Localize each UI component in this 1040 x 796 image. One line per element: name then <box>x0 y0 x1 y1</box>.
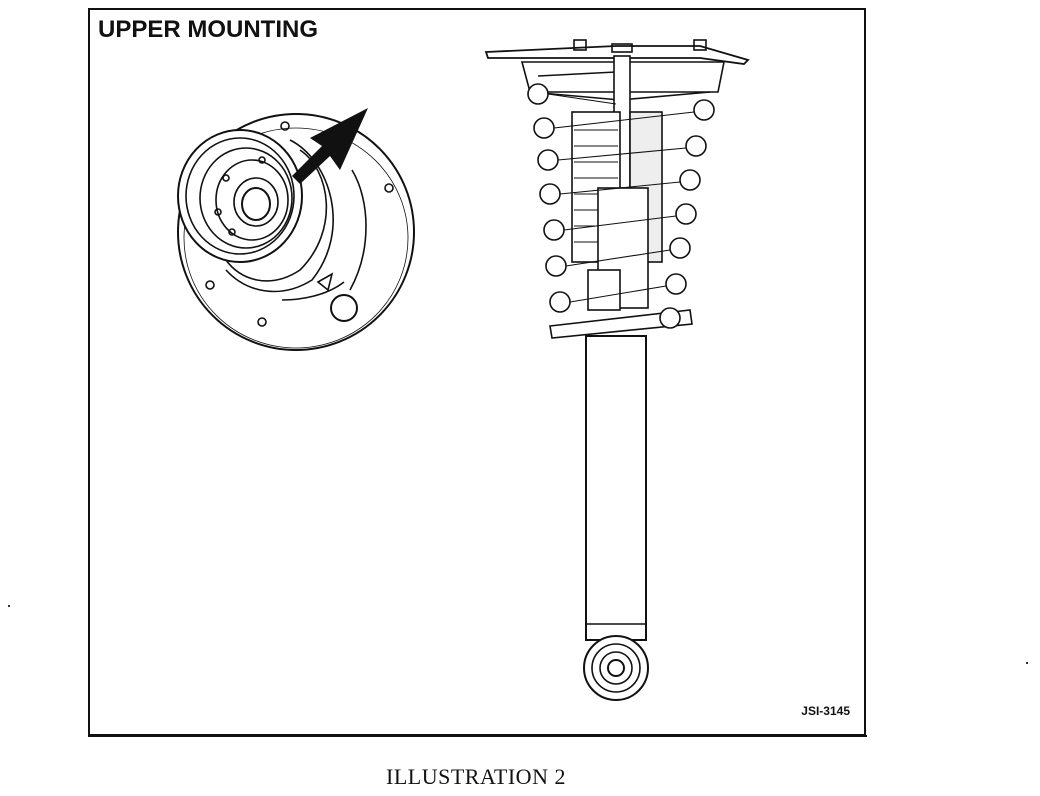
figure-heading: UPPER MOUNTING <box>98 16 319 43</box>
figure-code: JSI-3145 <box>801 704 850 718</box>
scan-speck <box>8 605 10 607</box>
figure-frame: UPPER MOUNTING JSI-3145 <box>88 8 867 737</box>
scan-speck <box>1026 662 1028 664</box>
strut-drawing <box>484 39 750 701</box>
upper-mount-drawing <box>177 113 415 351</box>
pointer-arrow <box>292 108 368 184</box>
caption-text: ILLUSTRATION 2 <box>386 764 566 789</box>
figure-caption: ILLUSTRATION 2 <box>0 764 1040 790</box>
